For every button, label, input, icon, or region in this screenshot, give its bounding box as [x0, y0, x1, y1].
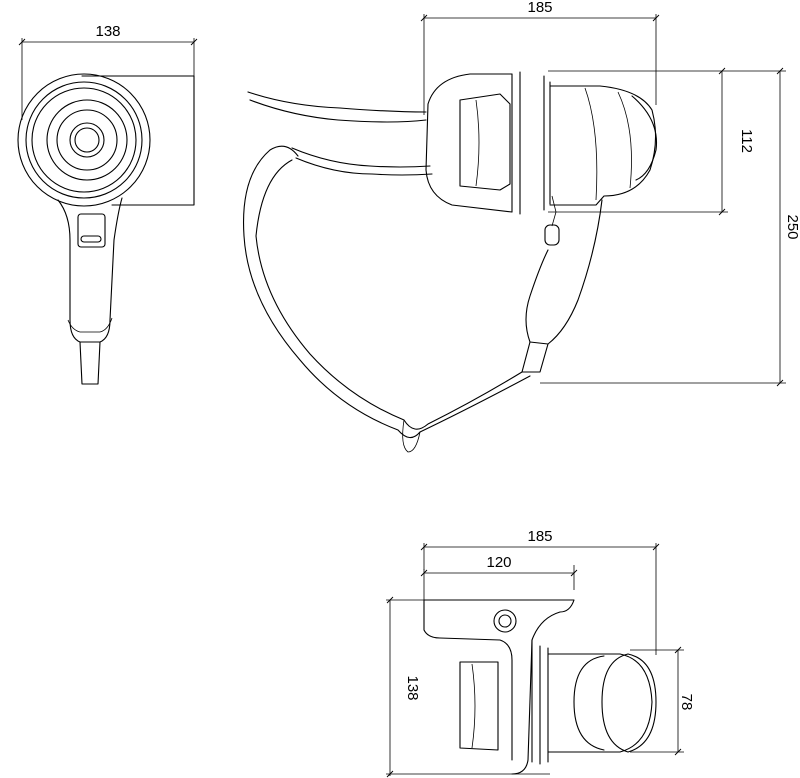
side-nozzle-height-label: 112	[738, 129, 755, 153]
power-switch	[77, 213, 106, 248]
dryer-body	[549, 85, 657, 206]
side-view: 185 112 250	[242, 0, 800, 453]
bottom-nozzle	[573, 655, 605, 751]
front-width-dimension: 138	[18, 23, 198, 205]
side-width-dimension: 185	[420, 0, 660, 115]
front-cable	[79, 341, 101, 385]
bottom-view: 185 120 138 78	[386, 528, 695, 778]
bottom-switch	[493, 609, 517, 633]
bottom-inner-width-label: 120	[486, 554, 511, 571]
front-view: 138	[17, 23, 198, 385]
side-handle	[525, 199, 603, 345]
bottom-depth-dimension: 138	[386, 596, 550, 778]
nozzle-ring	[46, 99, 128, 181]
bottom-inner-width-dimension: 120	[420, 554, 578, 605]
coiled-cord	[242, 145, 531, 439]
bottom-width-label: 185	[527, 528, 552, 545]
side-cable-lower	[291, 147, 431, 168]
bottom-nozzle-height-label: 78	[678, 694, 695, 711]
wall-bracket	[81, 75, 195, 206]
front-width-label: 138	[95, 23, 120, 40]
side-switch	[544, 224, 560, 246]
side-width-label: 185	[527, 0, 552, 16]
side-bracket	[425, 73, 513, 213]
front-handle	[57, 197, 123, 343]
bottom-nozzle-height-dimension: 78	[630, 646, 695, 756]
bottom-dryer-body	[547, 653, 653, 753]
bottom-bracket	[423, 599, 575, 775]
outer-housing	[17, 73, 151, 207]
bottom-depth-label: 138	[404, 675, 421, 700]
side-nozzle-height-dimension: 112	[548, 67, 755, 216]
nozzle-center	[74, 127, 100, 153]
side-cable-top	[247, 91, 427, 113]
side-total-height-label: 250	[784, 214, 800, 239]
side-total-height-dimension: 250	[540, 67, 800, 387]
bottom-width-dimension: 185	[420, 528, 660, 655]
